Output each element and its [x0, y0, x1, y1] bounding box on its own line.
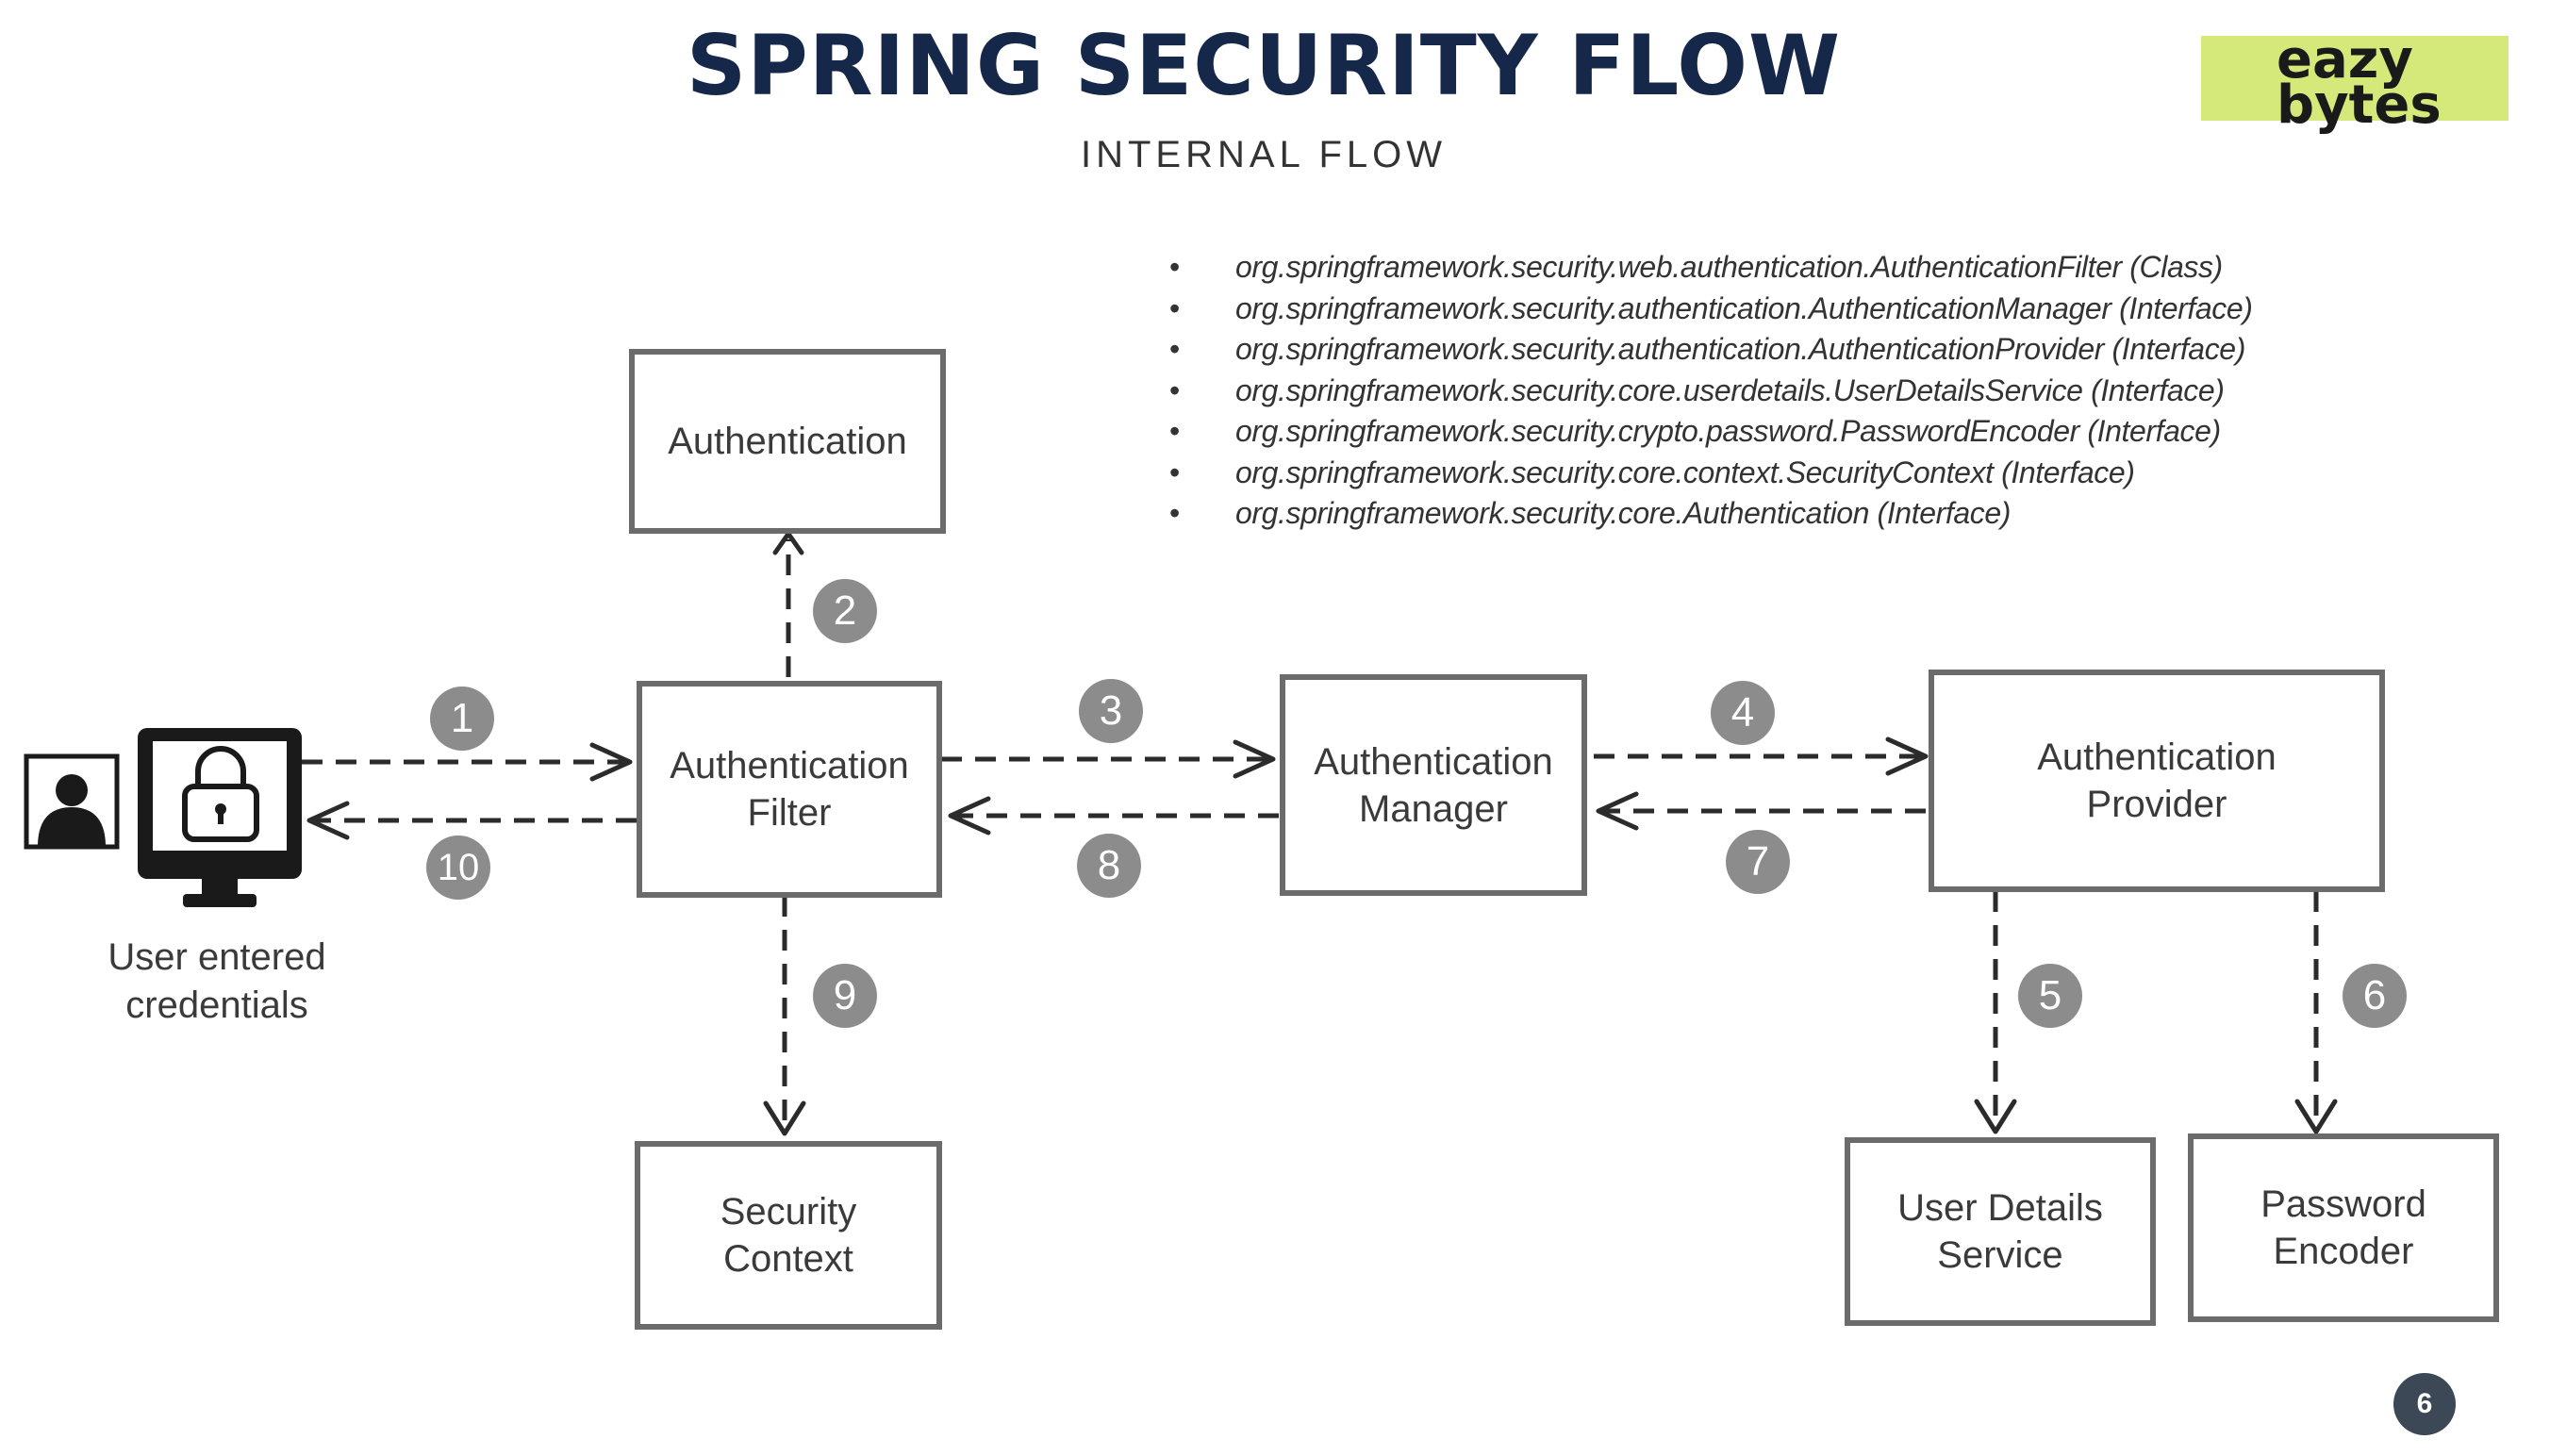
step-badge-6: 6 — [2343, 964, 2407, 1028]
page-subtitle: INTERNAL FLOW — [1081, 134, 1447, 175]
user-credentials-label: User entered credentials — [108, 936, 326, 1027]
authentication-provider-box: Authentication Provider — [1929, 670, 2385, 892]
page-number-badge: 6 — [2393, 1373, 2456, 1435]
step-badge-4: 4 — [1711, 681, 1775, 745]
step-badge-5: 5 — [2018, 964, 2082, 1028]
eazybytes-logo: eazy bytes — [2201, 29, 2509, 132]
step-badge-10: 10 — [426, 836, 490, 900]
arrowhead-step-9 — [763, 1100, 806, 1136]
step-badge-3: 3 — [1079, 679, 1143, 743]
step-badge-8: 8 — [1077, 834, 1141, 898]
authentication-box: Authentication — [629, 349, 946, 534]
user-details-service-box: User Details Service — [1845, 1137, 2156, 1326]
authentication-manager-box: Authentication Manager — [1280, 674, 1587, 896]
arrowhead-step-8 — [948, 796, 991, 836]
authentication-filter-box: Authentication Filter — [637, 681, 942, 898]
arrowhead-step-10 — [306, 801, 350, 840]
class-list-item: org.springframework.security.authenticat… — [1169, 329, 2253, 371]
arrowhead-step-4 — [1885, 736, 1929, 776]
monitor-lock-icon — [138, 728, 302, 907]
user-avatar-icon — [24, 753, 120, 850]
class-list-item: org.springframework.security.authenticat… — [1169, 289, 2253, 330]
arrowhead-step-3 — [1233, 739, 1276, 779]
class-list-item: org.springframework.security.core.contex… — [1169, 453, 2253, 494]
security-context-box: Security Context — [635, 1141, 942, 1330]
step-badge-1: 1 — [430, 687, 494, 751]
password-encoder-box: Password Encoder — [2188, 1133, 2499, 1322]
logo-line-1: eazy — [2277, 29, 2413, 91]
class-list-item: org.springframework.security.core.Authen… — [1169, 493, 2253, 535]
logo-line-2: bytes — [2277, 74, 2442, 136]
page-title: SPRING SECURITY FLOW — [686, 17, 1842, 114]
arrowhead-step-6 — [2294, 1099, 2338, 1134]
step-badge-2: 2 — [813, 579, 877, 643]
step-badge-7: 7 — [1726, 830, 1790, 894]
step-badge-9: 9 — [813, 964, 877, 1028]
class-list-item: org.springframework.security.core.userde… — [1169, 371, 2253, 412]
arrowhead-step-7 — [1596, 791, 1639, 831]
arrowhead-step-2 — [772, 531, 804, 555]
class-list: org.springframework.security.web.authent… — [1169, 247, 2253, 535]
arrowhead-step-5 — [1974, 1099, 2017, 1134]
arrowhead-step-1 — [589, 742, 633, 782]
class-list-item: org.springframework.security.web.authent… — [1169, 247, 2253, 289]
class-list-item: org.springframework.security.crypto.pass… — [1169, 411, 2253, 453]
